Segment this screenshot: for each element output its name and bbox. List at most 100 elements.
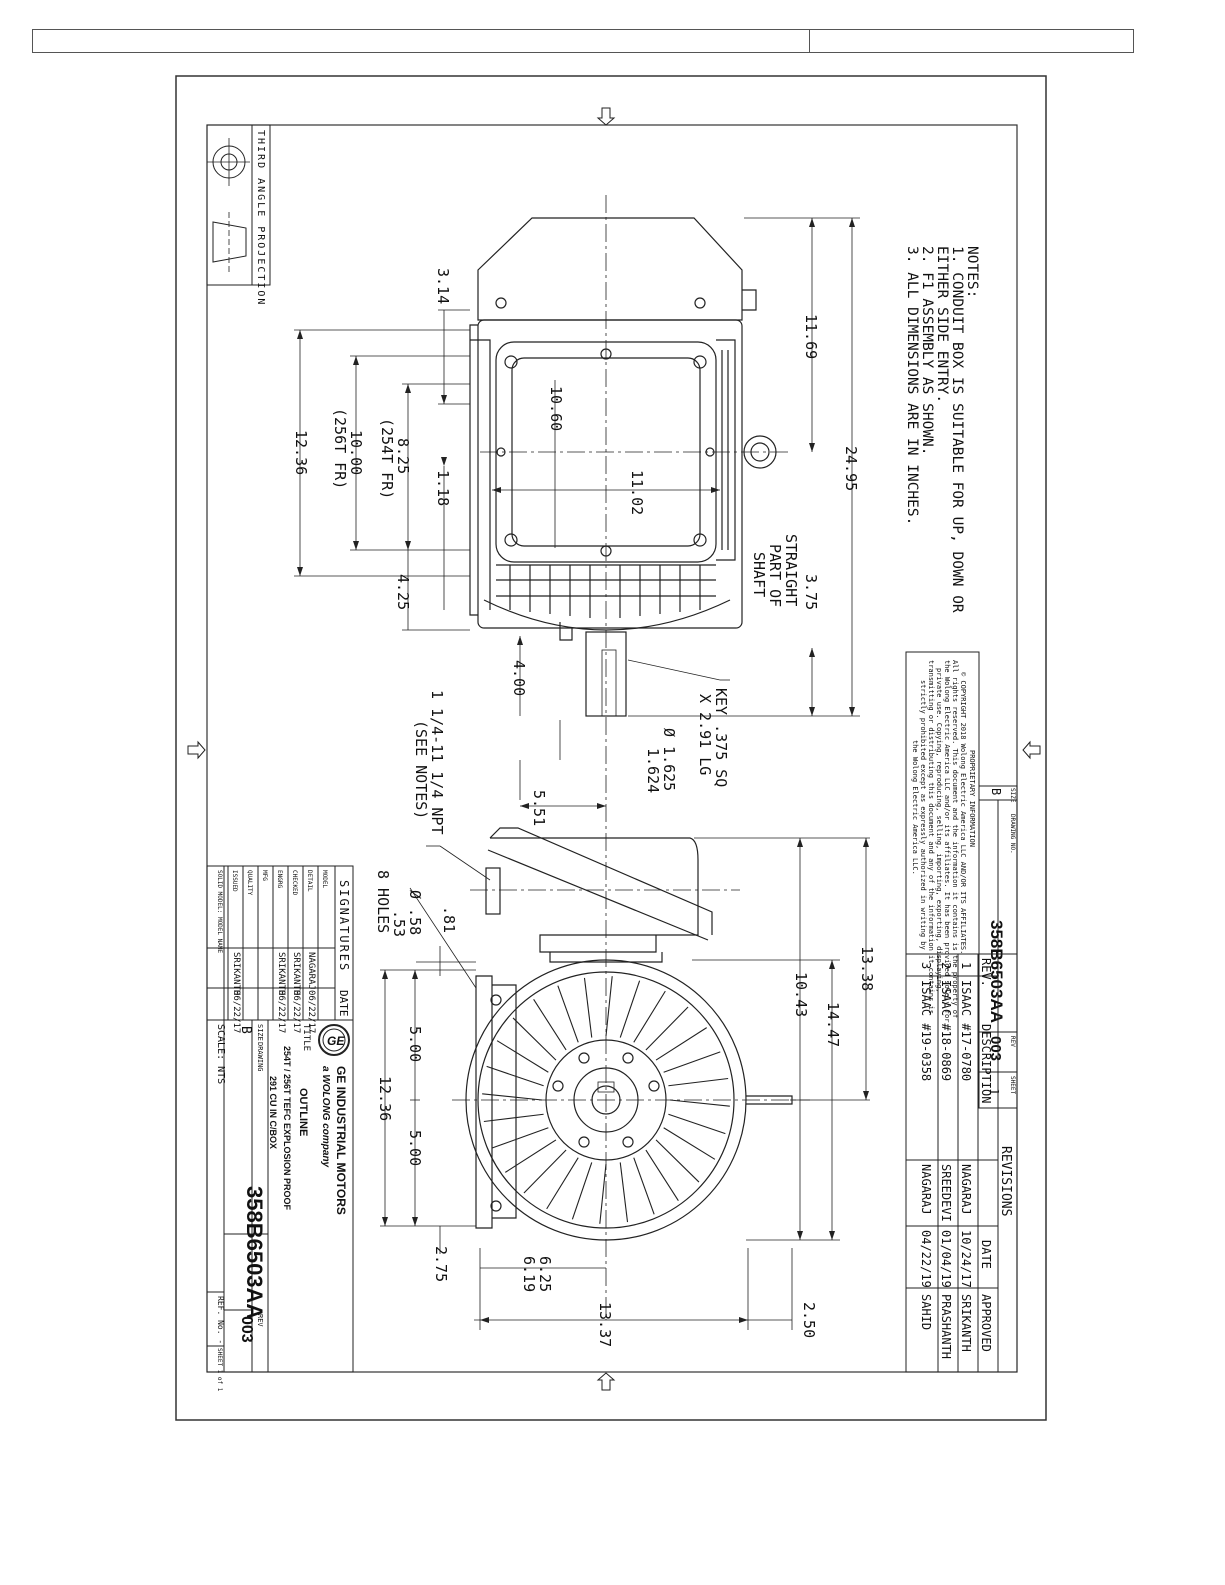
top-drawing-no: 358B6503AA — [987, 920, 1006, 1023]
notes-heading: NOTES: — [964, 246, 980, 298]
fan-rib — [523, 1149, 567, 1194]
key-line-1: KEY .375 SQ — [712, 688, 730, 787]
zone-arrows — [187, 107, 1041, 1391]
dim-10-43: 10.43 — [792, 972, 810, 1017]
dim-0-81: .81 — [440, 906, 458, 933]
rev-2-desc: ISAAC #18-0869 — [939, 980, 953, 1081]
sig-role-1: MODEL — [321, 870, 328, 888]
dim-13-37: 13.37 — [596, 1302, 614, 1347]
end-dimension-lines — [380, 760, 870, 1330]
rev-header-approved: APPROVED — [979, 1294, 993, 1352]
top-drawing-no-label: DRAWING NO. — [1009, 814, 1016, 854]
rev-header-desc: DESCRIPTION — [979, 1024, 993, 1103]
rev-2-approved: PRASHANTH — [939, 1294, 953, 1359]
fan-rib — [546, 1157, 579, 1210]
tb-rev-label: REV — [256, 1314, 264, 1327]
fan-rib — [605, 976, 613, 1037]
header-cell-left — [33, 30, 810, 52]
fan-rib — [633, 990, 666, 1043]
note-line-1: 1. CONDUIT BOX IS SUITABLE FOR UP, DOWN … — [949, 246, 965, 613]
tb-drawing-label: DRAWING — [256, 1042, 264, 1072]
dim-2-50: 2.50 — [800, 1302, 818, 1338]
fan-rib — [491, 1127, 549, 1149]
fan-rib — [505, 1139, 557, 1173]
top-size-label: SIZE — [1009, 788, 1016, 803]
note-line-4: 3. ALL DIMENSIONS ARE IN INCHES. — [904, 246, 920, 525]
top-rev: 003 — [987, 1036, 1004, 1061]
sheet-inner-border — [206, 124, 1018, 1373]
signatures-title: SIGNATURES — [337, 880, 351, 972]
ge-logo: GE — [318, 1024, 350, 1056]
prop-line-6: strictly prohibited except as expressly … — [919, 680, 927, 950]
fan-rib — [486, 1065, 544, 1087]
drawing-line-3: 291 CU IN C/BOX — [268, 1076, 278, 1149]
key-line-2: X 2.91 LG — [696, 694, 714, 775]
fan-rib — [571, 1162, 593, 1220]
fan-rib — [655, 1139, 700, 1183]
tb-scale: SCALE: NTS — [215, 1024, 226, 1084]
rev-header-date: DATE — [979, 1240, 993, 1269]
tb-drawing-no: 358B6503AA — [242, 1186, 267, 1319]
notes-block: NOTES: 1. CONDUIT BOX IS SUITABLE FOR UP… — [904, 246, 980, 613]
holes-line-2: .53 — [390, 910, 408, 937]
fan-rib — [655, 1027, 707, 1061]
dim-straight-part-2: PART OF — [766, 544, 784, 607]
dim-12-36-side: 12.36 — [292, 430, 310, 475]
fan-rib — [645, 1149, 679, 1201]
dim-6-25: 6.25 — [536, 1256, 554, 1292]
title-label: TITLE — [301, 1024, 311, 1051]
header-bar — [32, 29, 1134, 53]
rev-1-approved: SRIKANTH — [959, 1294, 973, 1352]
top-sheet-label: SHEET — [1009, 1076, 1016, 1094]
drawing-line-2: 254T / 256T TEFC EXPLOSION PROOF — [282, 1046, 292, 1211]
tb-size: B — [238, 1026, 253, 1034]
dim-4-00: 4.00 — [510, 660, 528, 696]
fan-rib — [669, 1099, 730, 1107]
proprietary-block: PROPRIETARY INFORMATION © COPYRIGHT 2018… — [905, 651, 980, 1022]
sig-date-4: 06/22/17 — [276, 990, 286, 1033]
fan-rib — [645, 1006, 689, 1051]
prop-line-2: All rights reserved. This document and t… — [951, 660, 959, 1018]
dim-12-36-end: 12.36 — [376, 1076, 394, 1121]
rev-3-desc: ISAAC #19-0358 — [919, 980, 933, 1081]
prop-line-3: the Wolong Electric America LLC and/or i… — [943, 660, 951, 1022]
rev-header-rev: REV. — [979, 958, 993, 987]
prop-line-5: transmitting or distributing this docume… — [927, 660, 935, 1014]
holes-line-1: Ø .58 — [406, 890, 424, 935]
revisions-table — [905, 953, 1018, 1373]
dim-13-38: 13.38 — [858, 946, 876, 991]
rev-3-approved: SAHID — [919, 1294, 933, 1330]
tb-size-label: SIZE — [256, 1024, 264, 1041]
dim-3-14: 3.14 — [434, 268, 452, 304]
note-line-2: EITHER SIDE ENTRY. — [934, 246, 950, 403]
dim-straight-part-3: SHAFT — [750, 552, 768, 597]
fan-rib — [533, 999, 567, 1051]
fan-rib — [482, 1093, 543, 1101]
rev-1-num: 1 — [959, 962, 973, 969]
sig-role-7: ISSUED — [231, 870, 238, 892]
side-dimension-arrows — [297, 218, 855, 716]
tb-sheet: SHEET 1 of 1 — [216, 1348, 223, 1392]
sig-name-7: SRIKANTH — [231, 952, 241, 995]
prop-line-4: private use. Copying, reproducing, selli… — [935, 668, 943, 993]
dim-5-00-a: 5.00 — [406, 1026, 424, 1062]
dim-3-75: 3.75 — [802, 574, 820, 610]
npt-line-2: (SEE NOTES) — [412, 720, 430, 819]
fan-rib — [619, 1162, 629, 1223]
sig-name-2: NAGARAJ — [306, 952, 316, 990]
note-line-3: 2. F1 ASSEMBLY AS SHOWN. — [919, 246, 935, 456]
fan-rib — [668, 1077, 729, 1087]
sig-date-2: 06/22/17 — [306, 990, 316, 1033]
dim-4-25: 4.25 — [394, 574, 412, 610]
sig-role-6: QUALITY — [246, 870, 253, 896]
dim-5-00-b: 5.00 — [406, 1130, 424, 1166]
rev-3-by: NAGARAJ — [919, 1164, 933, 1215]
shaft-dia-1: Ø 1.625 — [660, 728, 678, 791]
dim-11-69: 11.69 — [802, 314, 820, 359]
holes-line-3: 8 HOLES — [374, 870, 392, 933]
sig-date-7: 06/22/17 — [231, 990, 241, 1033]
rev-2-by: SREEDEVI — [939, 1164, 953, 1222]
dim-straight-part-1: STRAIGHT — [782, 534, 800, 606]
fan-rib — [599, 1163, 607, 1224]
